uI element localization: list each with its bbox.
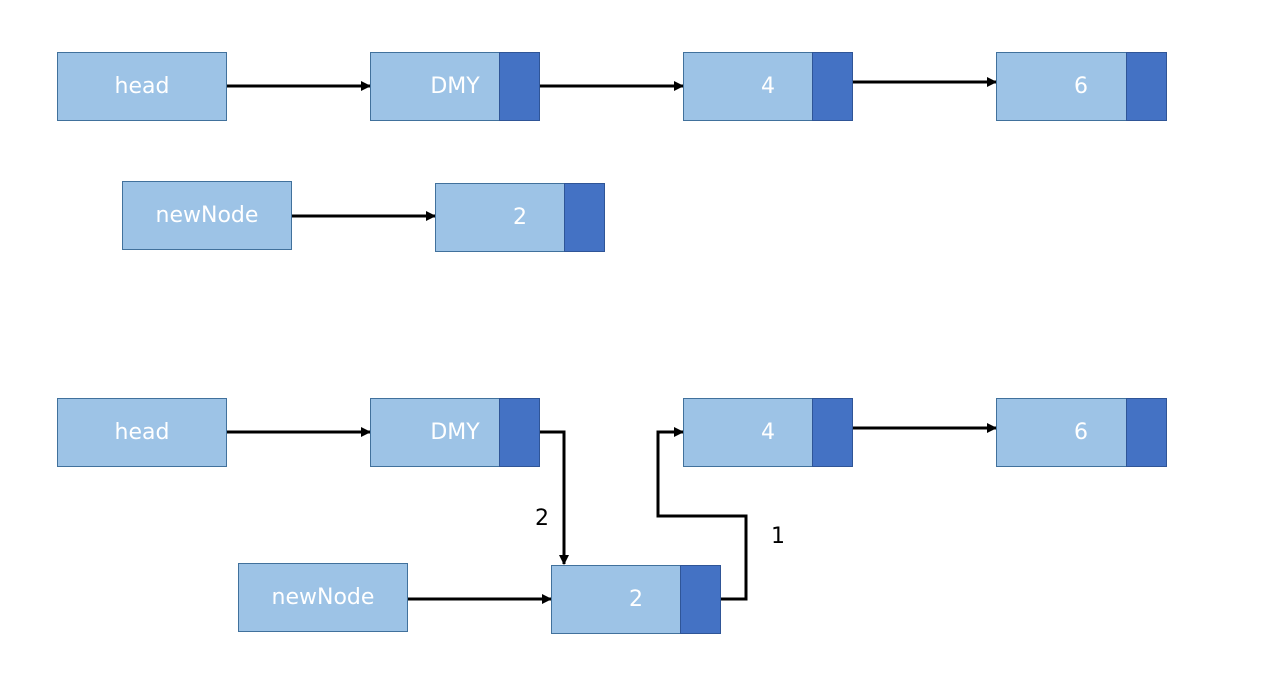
newnode-box-2 <box>238 563 408 632</box>
dummy-node-label-2: DMY <box>430 420 480 445</box>
dummy-node-next-pointer <box>499 52 540 121</box>
node-4-label: 4 <box>761 74 775 99</box>
node-6-label-2: 6 <box>1074 420 1088 445</box>
newnode-label: newNode <box>155 203 259 228</box>
node-4-data <box>683 52 813 121</box>
node-6-data-2 <box>996 398 1127 467</box>
arrow-dmy-to-2 <box>540 430 569 565</box>
step-label-first: 1 <box>771 524 785 549</box>
node-6-label: 6 <box>1074 74 1088 99</box>
dummy-node-data <box>370 52 500 121</box>
node-2-data-2 <box>551 565 681 634</box>
dummy-node-label: DMY <box>430 74 480 99</box>
node-2-label: 2 <box>513 205 527 230</box>
node-6-data <box>996 52 1127 121</box>
node-4-label-2: 4 <box>761 420 775 445</box>
head-box-2 <box>57 398 227 467</box>
head-label-2: head <box>114 420 170 445</box>
head-box <box>57 52 227 121</box>
node-2-next-pointer-2 <box>680 565 721 634</box>
head-label: head <box>114 74 170 99</box>
dummy-node-next-pointer-2 <box>499 398 540 467</box>
node-4-next-pointer-2 <box>812 398 853 467</box>
node-6-next-pointer <box>1126 52 1167 121</box>
node-4-next-pointer <box>812 52 853 121</box>
newnode-label-2: newNode <box>271 585 375 610</box>
newnode-box <box>122 181 292 250</box>
node-2-data <box>435 183 565 252</box>
node-2-label-2: 2 <box>629 587 643 612</box>
arrow-2-to-4 <box>656 427 748 601</box>
node-6-next-pointer-2 <box>1126 398 1167 467</box>
step-label-second: 2 <box>535 506 549 531</box>
node-4-data-2 <box>683 398 813 467</box>
node-2-next-pointer <box>564 183 605 252</box>
